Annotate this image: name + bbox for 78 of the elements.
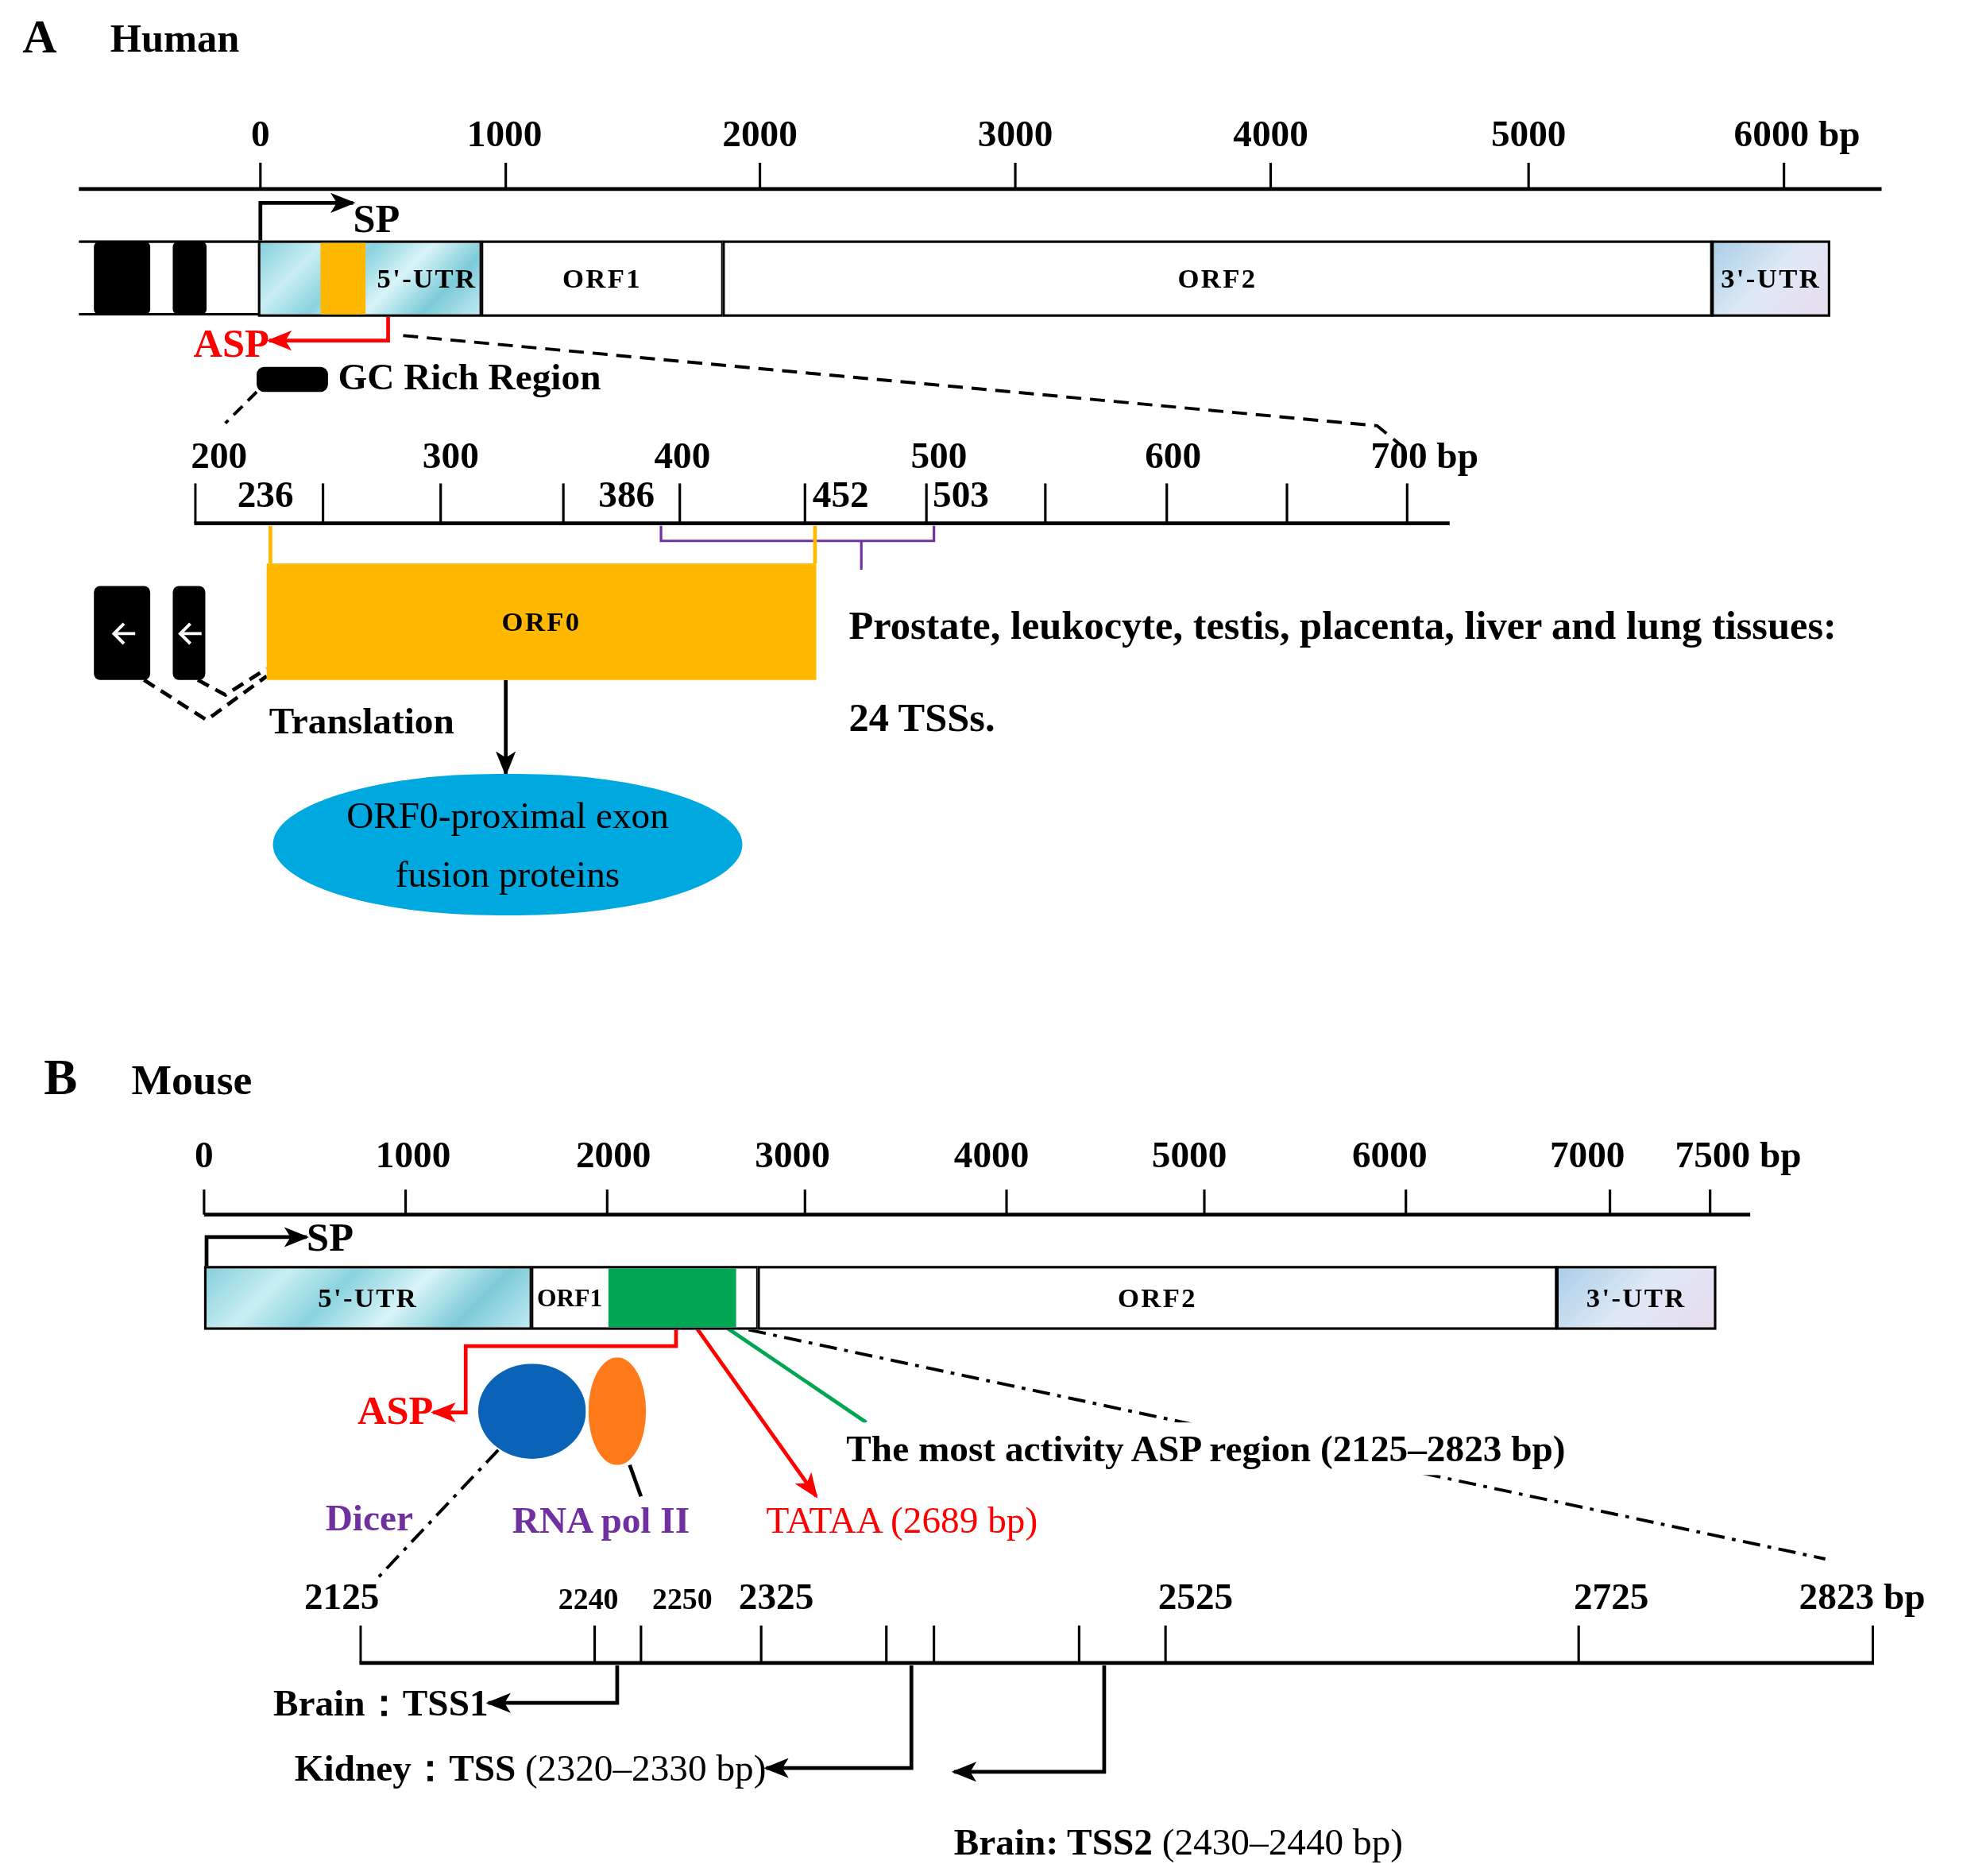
text-label: Mouse xyxy=(131,1056,253,1105)
node-label: ORF0 xyxy=(501,605,582,638)
orf-segment xyxy=(531,1266,759,1330)
node-label: RNA pol II xyxy=(512,1499,690,1541)
arrow xyxy=(485,1665,620,1713)
node-label: The most activity ASP region (2125–2823 bp) xyxy=(846,1427,1566,1471)
text-label: 3000 xyxy=(755,1133,830,1177)
text-label: 1000 xyxy=(466,112,543,156)
node-label: 3'-UTR xyxy=(1721,262,1822,296)
text-label: 2000 xyxy=(575,1133,651,1177)
text-label: 3000 xyxy=(977,112,1053,156)
text-label: 4000 xyxy=(953,1133,1030,1177)
exon-block xyxy=(172,586,206,680)
arrow xyxy=(266,316,390,351)
connector-line xyxy=(628,1464,643,1497)
text-label: 4000 xyxy=(1233,112,1308,156)
text-label: 0 xyxy=(250,112,270,156)
text-label: 600 xyxy=(1145,434,1202,478)
utr-segment xyxy=(1711,240,1830,317)
node-label: ORF1 xyxy=(537,1283,603,1313)
text-label: 5000 xyxy=(1151,1133,1227,1177)
text-label: Prostate, leukocyte, testis, placenta, liver and lung tissues: 24 TSSs. xyxy=(848,601,1837,742)
text-label: 6000 xyxy=(1351,1133,1428,1177)
text-label: B xyxy=(44,1049,78,1108)
text-label: 2823 bp xyxy=(1799,1575,1926,1619)
orf-segment xyxy=(722,240,1713,317)
arrow xyxy=(951,1665,1107,1782)
utr-segment xyxy=(203,1266,532,1330)
text-label: GC Rich Region xyxy=(338,355,601,399)
text-label: 2000 xyxy=(722,112,798,156)
text-label: 6000 bp xyxy=(1733,112,1861,156)
text-label: 2725 xyxy=(1573,1575,1649,1619)
node-label: 5'-UTR xyxy=(318,1281,419,1314)
exon-block xyxy=(94,586,151,680)
text-label: 2125 xyxy=(303,1575,380,1619)
node-label: ORF1 xyxy=(562,262,642,296)
node-label: ORF2 xyxy=(1177,262,1258,296)
utr-segment xyxy=(1555,1266,1717,1330)
orf0-region xyxy=(320,242,366,315)
utr-segment xyxy=(257,240,482,317)
text-label: 1000 xyxy=(375,1133,451,1177)
active-region xyxy=(608,1268,736,1328)
node-label: Dicer xyxy=(325,1496,413,1539)
connector-line xyxy=(813,525,817,564)
text-label: 452 xyxy=(812,473,869,516)
text-label: 400 xyxy=(654,434,711,478)
text-label: 0 xyxy=(195,1133,214,1177)
orf-segment xyxy=(757,1266,1558,1330)
arrow xyxy=(204,1227,310,1267)
text-label: 5000 xyxy=(1490,112,1567,156)
text-label: 2325 xyxy=(738,1575,814,1619)
node-label: TATAA (2689 bp) xyxy=(766,1499,1038,1541)
text-label: 300 xyxy=(422,434,479,478)
connector-line xyxy=(269,525,272,564)
text-label: 7500 bp xyxy=(1675,1133,1802,1177)
node-label: Kidney：TSS (2320–2330 bp) xyxy=(294,1745,767,1790)
text-label: 2525 xyxy=(1157,1575,1234,1619)
orf-segment xyxy=(481,240,724,317)
node-label: Brain: TSS2 (2430–2440 bp) xyxy=(953,1820,1404,1863)
text-label: A xyxy=(22,10,57,64)
node-label: Brain：TSS1 xyxy=(272,1680,489,1724)
node-label: SP xyxy=(353,195,400,242)
node-label: ASP xyxy=(193,319,269,366)
orf-box xyxy=(266,563,817,680)
text-label: 2240 xyxy=(558,1582,619,1617)
text-label: 700 bp xyxy=(1370,434,1478,478)
arrow xyxy=(258,192,356,241)
node-label: ORF0-proximal exon fusion proteins xyxy=(346,793,670,896)
node-label: SP xyxy=(307,1213,354,1261)
text-label: Human xyxy=(110,14,240,61)
node-label: ASP xyxy=(357,1387,434,1433)
text-label: 2250 xyxy=(652,1582,713,1617)
text-label: 7000 xyxy=(1549,1133,1625,1177)
arrow xyxy=(763,1665,914,1778)
node-label: 5'-UTR xyxy=(377,262,477,296)
node-label: ORF2 xyxy=(1117,1281,1197,1314)
text-label: 386 xyxy=(598,473,655,516)
node-label: 3'-UTR xyxy=(1586,1281,1687,1314)
